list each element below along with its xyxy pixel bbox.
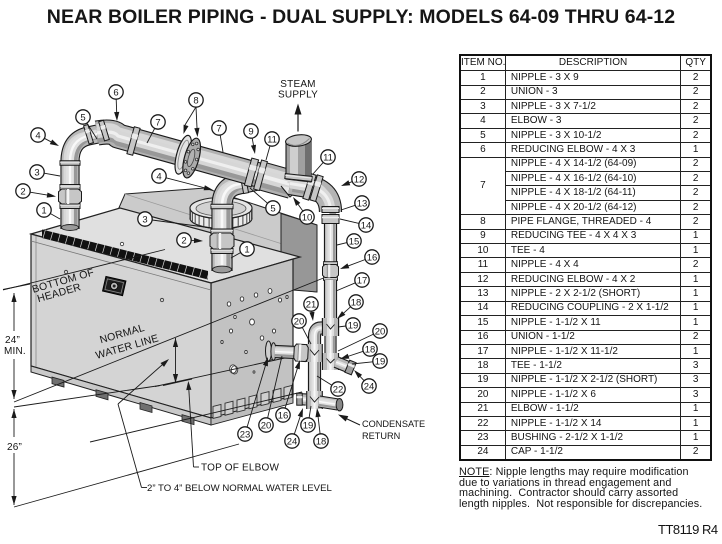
svg-text:19: 19 [375,356,386,367]
svg-text:10: 10 [302,212,313,223]
svg-text:18: 18 [316,436,327,447]
svg-text:5: 5 [270,203,275,214]
svg-text:2” TO 4” BELOW NORMAL WATER LE: 2” TO 4” BELOW NORMAL WATER LEVEL [147,483,332,494]
svg-text:1: 1 [244,244,249,255]
svg-text:13: 13 [357,198,368,209]
svg-text:CONDENSATE: CONDENSATE [362,419,425,429]
svg-text:2: 2 [181,235,186,246]
svg-text:3: 3 [142,214,147,225]
svg-text:12: 12 [354,174,365,185]
svg-text:3: 3 [34,167,39,178]
svg-text:SUPPLY: SUPPLY [278,90,318,101]
svg-text:11: 11 [267,134,277,145]
svg-text:9: 9 [248,126,253,137]
svg-text:15: 15 [349,236,360,247]
svg-text:5: 5 [80,112,85,123]
svg-text:23: 23 [240,429,251,440]
svg-text:17: 17 [357,275,368,286]
svg-text:16: 16 [278,410,289,421]
svg-text:8: 8 [193,95,198,106]
svg-text:24: 24 [364,381,375,392]
svg-text:19: 19 [348,320,359,331]
svg-text:18: 18 [365,344,376,355]
svg-text:1: 1 [41,205,46,216]
svg-text:TOP OF ELBOW: TOP OF ELBOW [201,463,280,474]
svg-text:14: 14 [361,220,372,231]
svg-text:21: 21 [306,299,317,310]
svg-text:STEAM: STEAM [280,79,315,90]
svg-text:24: 24 [287,436,298,447]
svg-text:6: 6 [113,87,118,98]
svg-text:4: 4 [156,171,161,182]
svg-text:22: 22 [333,384,344,395]
svg-text:20: 20 [294,316,305,327]
svg-text:2: 2 [20,186,25,197]
svg-text:24”: 24” [5,335,20,346]
svg-text:11: 11 [323,152,333,163]
svg-text:16: 16 [367,252,378,263]
svg-text:4: 4 [35,130,40,141]
svg-text:7: 7 [216,123,221,134]
svg-text:19: 19 [303,420,314,431]
svg-text:26”: 26” [7,442,22,453]
svg-text:MIN.: MIN. [4,346,26,357]
svg-text:18: 18 [351,297,362,308]
svg-text:20: 20 [375,326,386,337]
svg-text:20: 20 [261,420,272,431]
svg-text:RETURN: RETURN [362,431,400,441]
svg-text:7: 7 [155,117,160,128]
